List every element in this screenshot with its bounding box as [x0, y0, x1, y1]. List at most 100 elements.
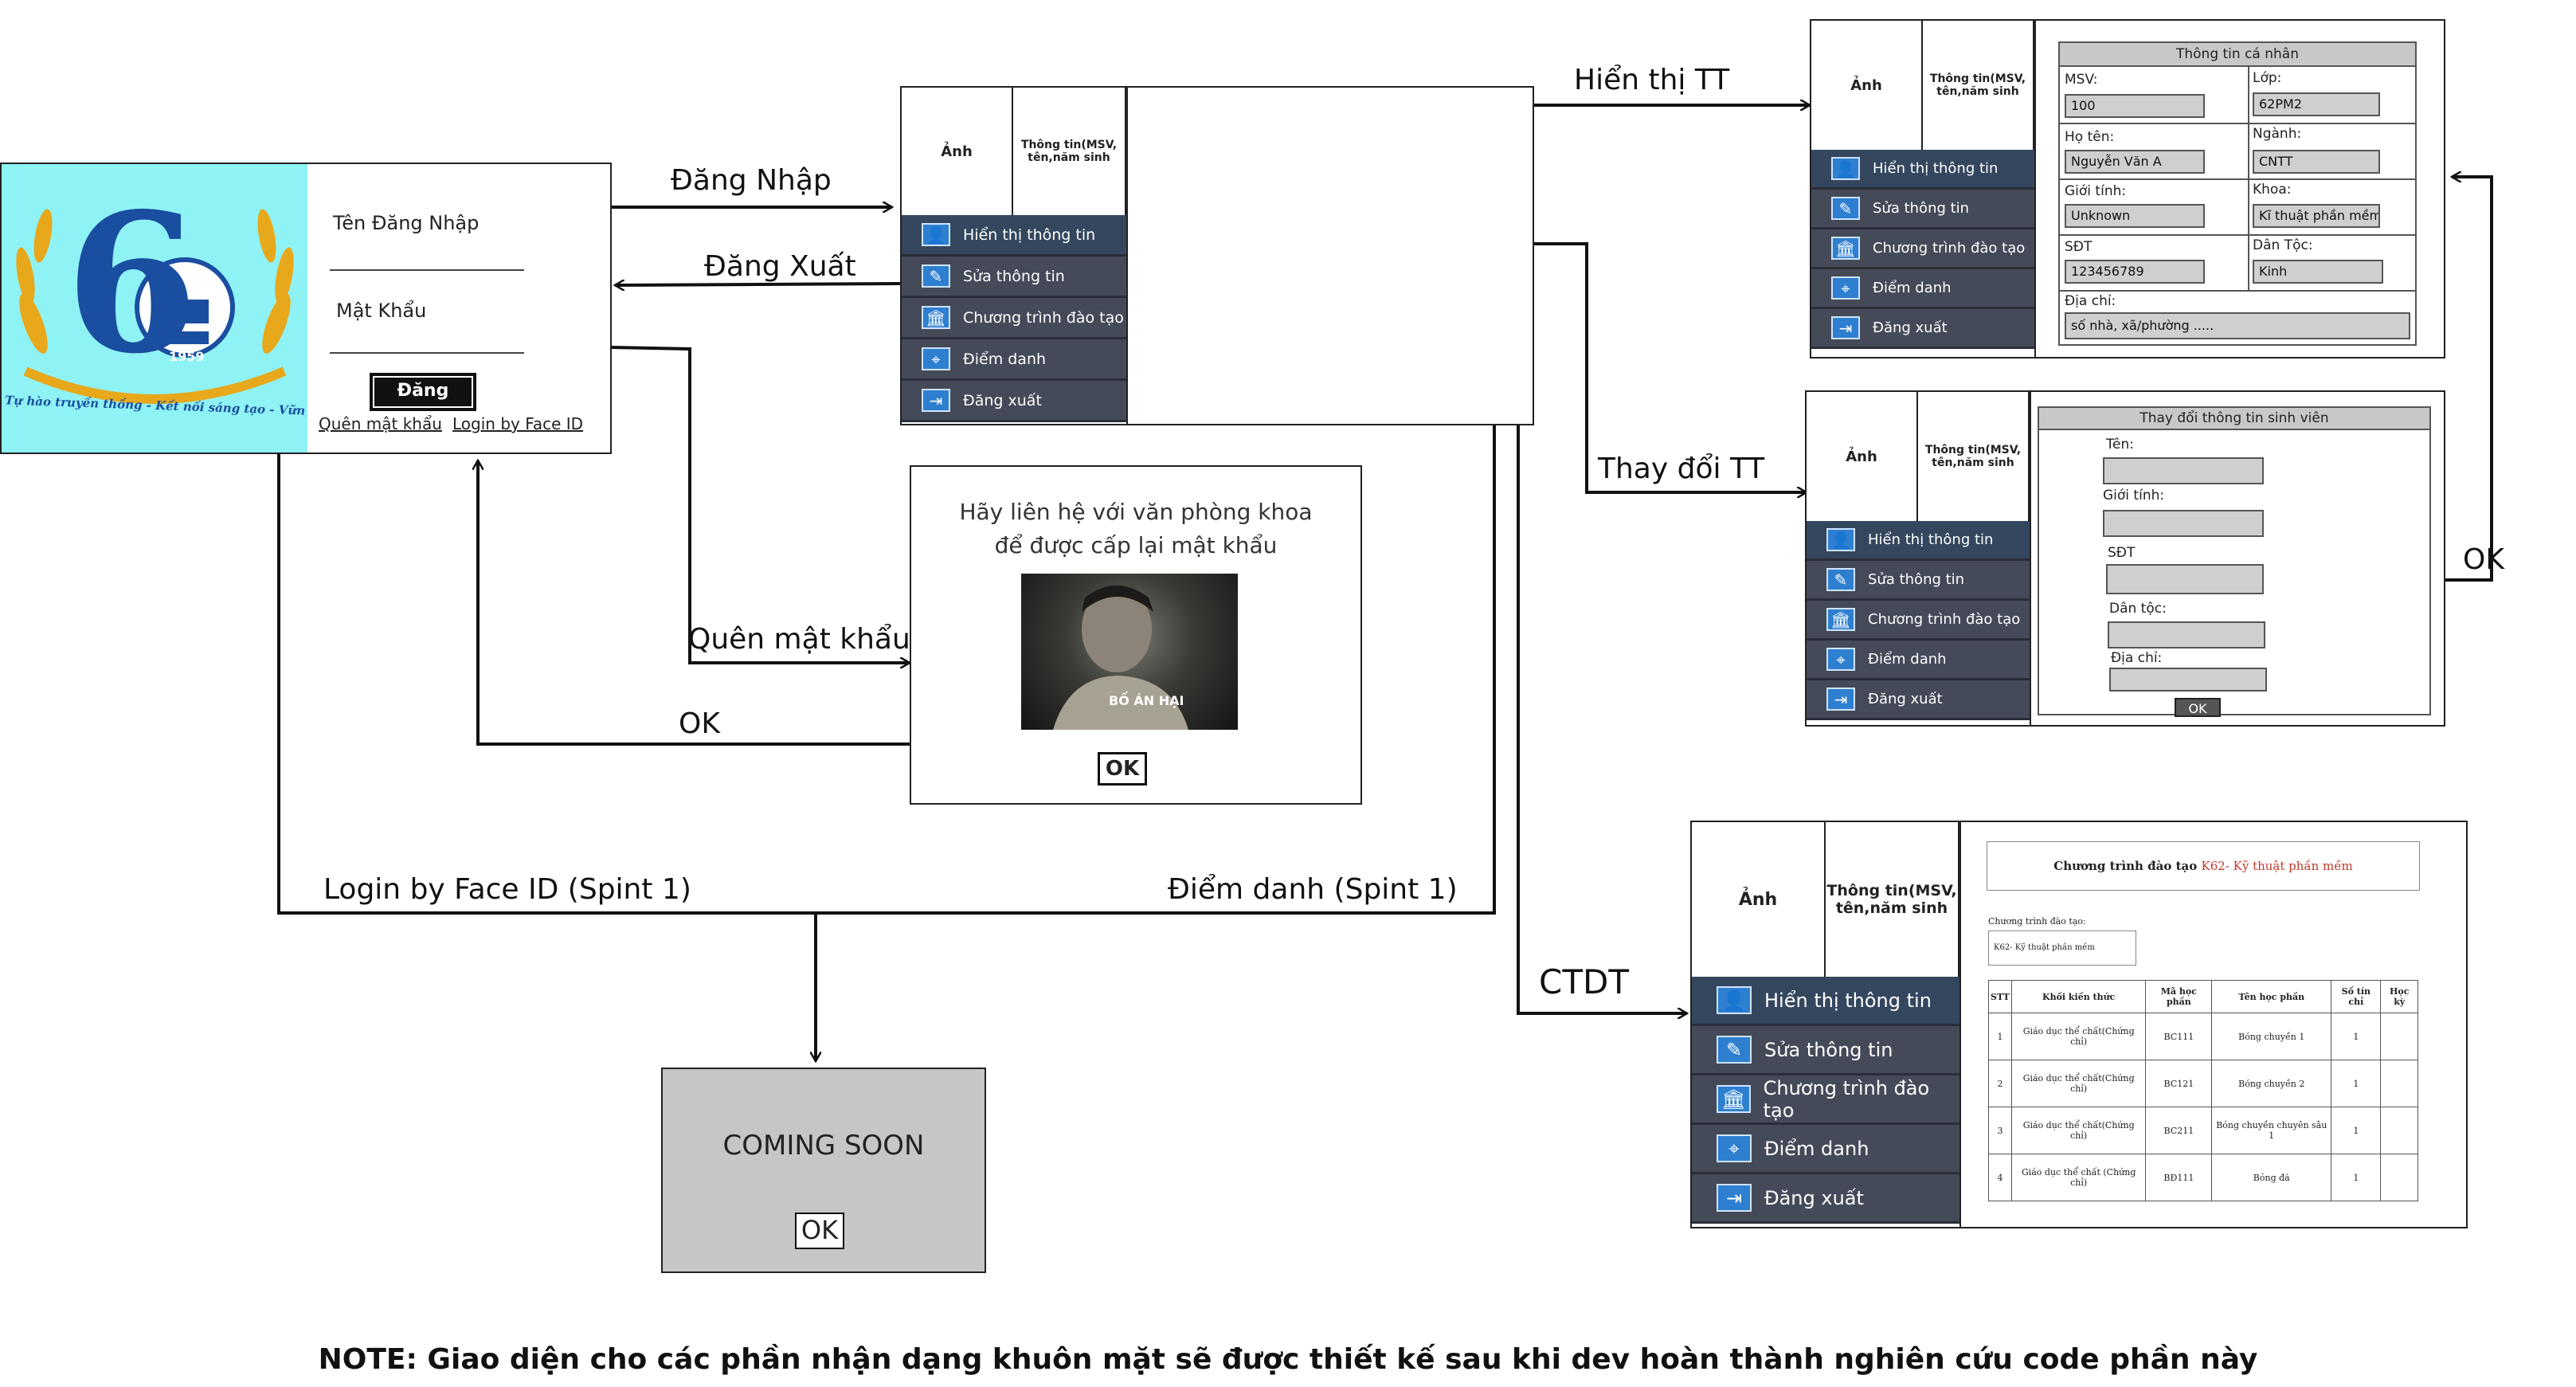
menu-item-2[interactable]: 🏛Chương trình đào tạo: [1811, 229, 2034, 269]
table-cell: 3: [1988, 1107, 2012, 1154]
menu-item-label: Sửa thông tin: [963, 267, 1065, 285]
gender-value: Unknown: [2065, 204, 2205, 228]
menu-item-4[interactable]: ⇥Đăng xuất: [1807, 680, 2030, 720]
menu-item-3[interactable]: ⌖ Điểm danh: [1807, 641, 2030, 680]
label-change-info: Thay đổi TT: [1598, 453, 1765, 485]
menu-item-1[interactable]: ✎ Sửa thông tin: [1692, 1026, 1959, 1076]
table-cell: Giáo dục thể chất(Chứng chỉ): [2010, 1107, 2147, 1154]
image-caption: BỐ ÁN HẠI: [1109, 693, 1184, 708]
phone-field-input[interactable]: [2106, 564, 2264, 594]
table-cell: 4: [1988, 1154, 2012, 1201]
menu-item-label: Điểm danh: [1873, 280, 1952, 296]
address-value: số nhà, xã/phường .....: [2065, 312, 2410, 339]
menu-item-0[interactable]: 👤Hiển thị thông tin: [1692, 977, 1959, 1026]
edit-icon: ✎: [1831, 197, 1860, 220]
building-icon: 🏛: [1831, 237, 1860, 260]
arrow-ctdt: [1517, 425, 1687, 1013]
phone-label: SĐT: [2065, 239, 2093, 255]
program-select[interactable]: K62- Kỹ thuật phần mềm: [1988, 931, 2136, 966]
label-forgot: Quên mật khẩu: [688, 623, 910, 656]
logo-emblem-icon: [16, 209, 294, 404]
menu-item-1[interactable]: ✎Sửa thông tin: [1807, 561, 2030, 601]
photo-cell: Ảnh: [1811, 21, 1923, 150]
menu-item-1[interactable]: ✎Sửa thông tin: [1811, 190, 2034, 229]
password-label: Mật Khẩu: [336, 300, 427, 322]
column-header: Khối kiến thức: [2010, 980, 2147, 1013]
edit-icon: ✎: [1717, 1036, 1752, 1064]
menu-item-label: Điểm danh: [1868, 651, 1947, 668]
attendance-icon: ⌖: [1831, 276, 1860, 300]
address-field-input[interactable]: [2109, 668, 2267, 692]
msv-label: MSV:: [2065, 72, 2098, 88]
logo-number: 6: [65, 171, 198, 396]
class-label: Lớp:: [2253, 70, 2282, 86]
menu-item-label: Chương trình đào tạo: [1868, 611, 2021, 628]
menu-item-1[interactable]: ✎ Sửa thông tin: [902, 257, 1126, 298]
forgot-message-line2: để được cấp lại mật khẩu: [994, 532, 1278, 558]
ethnic-field-input[interactable]: [2108, 621, 2265, 648]
profile-icon: 👤: [1826, 528, 1855, 551]
gender-label: Giới tính:: [2065, 183, 2127, 199]
change-info-form: Thay đổi thông tin sinh viên Tên: Giới t…: [2038, 406, 2431, 717]
info-cell: Thông tin(MSV, tên,năm sinh: [1013, 88, 1126, 215]
menu-item-3[interactable]: ⌖Điểm danh: [902, 339, 1126, 381]
menu-item-3[interactable]: ⌖Điểm danh: [1692, 1125, 1959, 1174]
arrow-forgot: [611, 346, 910, 663]
menu-item-label: Sửa thông tin: [1764, 1038, 1893, 1061]
username-input[interactable]: [330, 269, 524, 271]
arrow-ok-change: [2445, 177, 2493, 582]
menu-item-2[interactable]: 🏛Chương trình đào tạo: [1807, 601, 2030, 641]
menu-item-label: Hiển thị thông tin: [963, 225, 1096, 244]
menu-item-0[interactable]: 👤Hiển thị thông tin: [902, 215, 1126, 257]
forgot-password-link[interactable]: Quên mật khẩu: [319, 414, 442, 433]
table-cell: [2380, 1060, 2418, 1107]
table-cell: 2: [1988, 1060, 2012, 1107]
arrow-ok-forgot: [478, 460, 910, 746]
program-title-highlight: K62- Kỹ thuật phần mềm: [2201, 859, 2353, 873]
menu-item-4[interactable]: ⇥Đăng xuất: [1811, 309, 2034, 349]
table-cell: 1: [2331, 1107, 2382, 1154]
logo-year: 1959: [169, 349, 205, 364]
menu-item-2[interactable]: 🏛Chương trình đào tạo: [902, 298, 1126, 339]
change-ok-button[interactable]: OK: [2175, 698, 2221, 717]
change-info-screen: Ảnh Thông tin(MSV, tên,năm sinh 👤Hiển th…: [1805, 390, 2445, 727]
menu-item-3[interactable]: ⌖ Điểm danh: [1811, 269, 2034, 309]
gender-field-input[interactable]: [2103, 510, 2264, 537]
table-cell: Bóng chuyền chuyên sâu 1: [2211, 1107, 2332, 1154]
table-cell: BC211: [2145, 1107, 2213, 1154]
logout-icon: ⇥: [1831, 316, 1860, 339]
major-label: Ngành:: [2253, 126, 2302, 142]
edit-icon: ✎: [922, 264, 950, 288]
menu-item-4[interactable]: ⇥Đăng xuất: [1692, 1174, 1959, 1224]
menu-item-2[interactable]: 🏛Chương trình đào tạo: [1692, 1076, 1959, 1125]
table-cell: [2380, 1154, 2418, 1201]
login-button[interactable]: Đăng Nhập: [370, 373, 476, 433]
forgot-ok-button[interactable]: OK: [1098, 752, 1147, 786]
arrow-faceid: [277, 446, 816, 1061]
photo-cell: Ảnh: [902, 88, 1013, 215]
faculty-value: Kĩ thuật phần mềm: [2253, 204, 2380, 228]
phone-value: 123456789: [2065, 260, 2205, 284]
menu-item-label: Đăng xuất: [963, 391, 1042, 409]
menu-item-4[interactable]: ⇥Đăng xuất: [902, 381, 1126, 422]
ethnic-label: Dân Tộc:: [2253, 237, 2313, 253]
table-cell: 1: [2331, 1013, 2382, 1060]
table-cell: 1: [1988, 1013, 2012, 1060]
profile-icon: 👤: [1717, 986, 1752, 1014]
name-field-input[interactable]: [2103, 457, 2264, 484]
menu-item-0[interactable]: 👤 Hiển thị thông tin: [1807, 521, 2030, 561]
column-header: Học kỳ: [2380, 980, 2418, 1013]
coming-soon-ok-button[interactable]: OK: [795, 1213, 844, 1249]
table-cell: BĐ111: [2145, 1154, 2213, 1201]
arrow-change-info: [1533, 242, 1807, 492]
main-menu: 👤Hiển thị thông tin ✎ Sửa thông tin 🏛Chương…: [902, 215, 1126, 422]
password-input[interactable]: [330, 352, 524, 354]
forgot-password-dialog: Hãy liên hệ với văn phòng khoa để được c…: [910, 465, 1362, 805]
faceid-login-link[interactable]: Login by Face ID: [452, 414, 584, 433]
menu-item-label: Hiển thị thông tin: [1868, 531, 1994, 548]
menu-item-0[interactable]: 👤Hiển thị thông tin: [1811, 150, 2034, 190]
attendance-icon: ⌖: [1826, 648, 1855, 671]
design-note: NOTE: Giao diện cho các phần nhận dạng k…: [318, 1343, 2258, 1376]
